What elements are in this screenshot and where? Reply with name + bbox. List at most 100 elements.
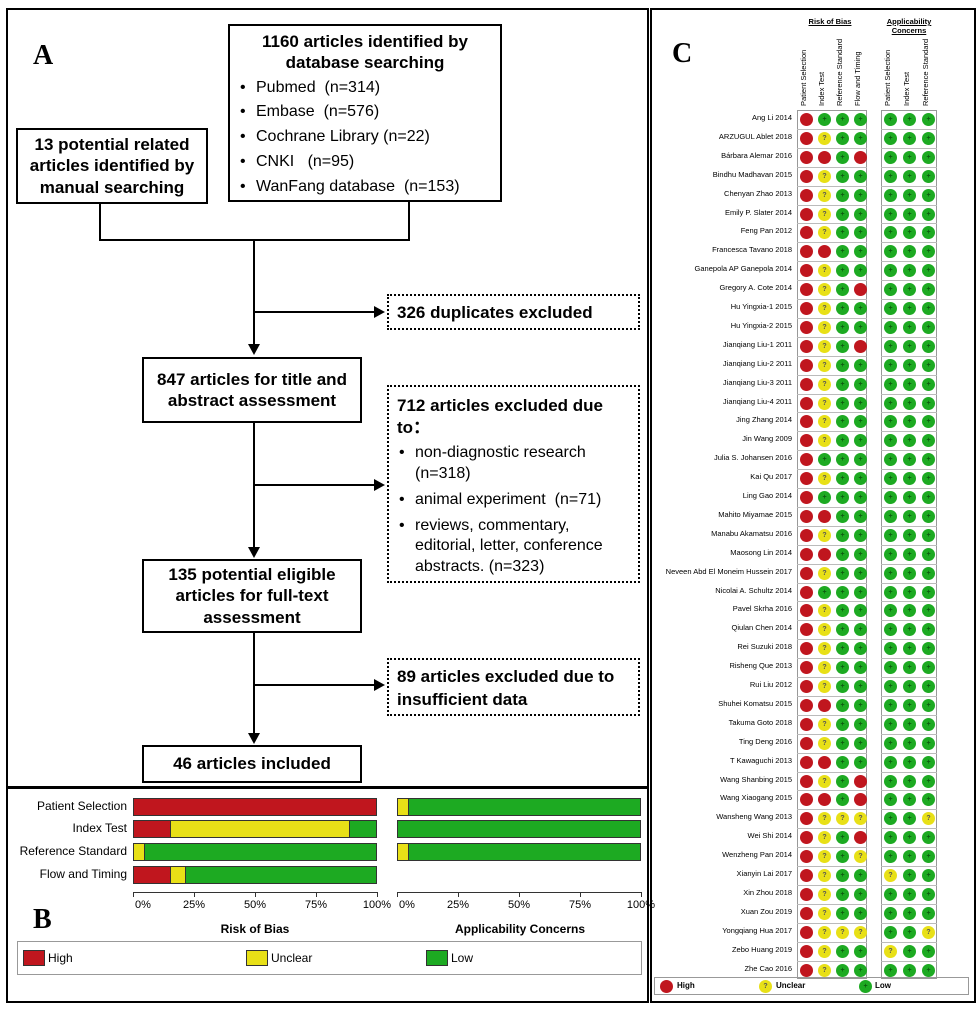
applicability-judgement-low: + xyxy=(922,245,935,259)
applicability-judgement-low: + xyxy=(922,302,935,315)
row-divider xyxy=(797,695,867,697)
row-divider xyxy=(797,280,867,282)
row-divider xyxy=(881,771,937,773)
rob-judgement-high xyxy=(818,755,831,769)
study-name: Jin Wang 2009 xyxy=(742,434,792,444)
rob-judgement-low: + xyxy=(836,793,849,807)
applicability-judgement-low: + xyxy=(884,472,897,486)
row-divider xyxy=(881,280,937,282)
bar-segment-low xyxy=(184,867,376,883)
rob-judgement-low: + xyxy=(854,131,867,145)
applicability-judgement-low: + xyxy=(922,717,935,731)
row-divider xyxy=(881,903,937,905)
rob-judgement-unclear: ? xyxy=(836,812,849,826)
rob-judgement-high xyxy=(800,396,813,410)
study-name: Emily P. Slater 2014 xyxy=(725,207,792,217)
rob-judgement-low: + xyxy=(854,472,867,486)
rob-judgement-low: + xyxy=(818,113,831,126)
row-divider xyxy=(797,677,867,678)
bar-segment-unclear xyxy=(398,844,408,860)
rob-judgement-high xyxy=(800,320,813,334)
applicability-judgement-low: + xyxy=(903,302,916,315)
rob-judgement-unclear: ? xyxy=(818,680,831,693)
rob-judgement-unclear: ? xyxy=(818,434,831,448)
row-divider xyxy=(881,147,937,149)
excluded-89-text: 89 articles excluded due to insufficient… xyxy=(397,667,615,709)
row-divider xyxy=(881,847,937,849)
row-divider xyxy=(797,884,867,886)
rob-judgement-low: + xyxy=(854,396,867,410)
applicability-judgement-low: + xyxy=(922,188,935,202)
row-divider xyxy=(881,166,937,168)
legend-c-high: High xyxy=(677,981,695,990)
row-divider xyxy=(797,941,867,943)
rob-judgement-low: + xyxy=(836,736,849,750)
panel-c-label: C xyxy=(672,38,693,69)
row-divider xyxy=(881,809,937,811)
rob-judgement-low: + xyxy=(836,113,849,126)
rob-judgement-low: + xyxy=(854,415,867,429)
row-divider xyxy=(797,185,867,187)
rob-judgement-low: + xyxy=(854,906,867,920)
applicability-judgement-low: + xyxy=(884,150,897,164)
study-name: Jianqiang Liu-1 2011 xyxy=(722,339,792,349)
panel-c-frame xyxy=(650,8,976,1003)
excluded-712-box: 712 articles excluded due to： non-diagno… xyxy=(387,385,640,583)
rob-judgement-low: + xyxy=(836,661,849,675)
applicability-judgement-low: + xyxy=(884,453,897,467)
rob-judgement-low: + xyxy=(854,113,867,126)
row-divider xyxy=(881,242,937,244)
rob-judgement-low: + xyxy=(836,604,849,618)
row-divider xyxy=(881,866,937,867)
applicability-judgement-low: + xyxy=(884,736,897,750)
rob-judgement-high xyxy=(818,245,831,259)
rob-judgement-high xyxy=(800,925,813,939)
rob-judgement-low: + xyxy=(854,188,867,202)
applicability-judgement-low: + xyxy=(922,642,935,656)
rob-judgement-high xyxy=(818,547,831,561)
rob-judgement-unclear: ? xyxy=(818,906,831,920)
rob-judgement-low: + xyxy=(836,453,849,467)
legend-b: High Unclear Low xyxy=(17,941,642,975)
applicability-judgement-low: + xyxy=(903,339,916,353)
rob-judgement-low: + xyxy=(854,509,867,523)
rob-judgement-low: + xyxy=(836,358,849,372)
row-divider xyxy=(881,128,937,130)
applicability-judgement-low: + xyxy=(903,869,916,882)
rob-judgement-low: + xyxy=(854,547,867,561)
rob-judgement-high xyxy=(854,339,867,353)
applicability-judgement-low: + xyxy=(922,755,935,769)
database-item: Pubmed (n=314) xyxy=(238,76,492,101)
rob-judgement-unclear: ? xyxy=(818,736,831,750)
rob-judgement-low: + xyxy=(836,850,849,864)
duplicates-excluded-box: 326 duplicates excluded xyxy=(387,294,640,330)
row-divider xyxy=(797,506,867,508)
study-name: Xin Zhou 2018 xyxy=(743,887,792,897)
study-name: Feng Pan 2012 xyxy=(740,226,792,236)
applicability-judgement-low: + xyxy=(884,642,897,656)
rob-judgement-high xyxy=(800,566,813,580)
row-divider xyxy=(797,128,867,130)
row-divider xyxy=(881,658,937,660)
applicability-judgement-low: + xyxy=(884,509,897,523)
rob-judgement-high xyxy=(800,963,813,977)
rob-judgement-unclear: ? xyxy=(818,944,831,958)
row-divider xyxy=(881,488,937,489)
rob-judgement-high xyxy=(800,642,813,656)
row-divider xyxy=(797,563,867,565)
rob-judgement-high xyxy=(800,850,813,864)
arrow-right xyxy=(374,479,385,491)
study-name: Takuma Goto 2018 xyxy=(728,717,792,727)
row-divider xyxy=(881,336,937,338)
row-divider xyxy=(881,714,937,716)
study-name: Julia S. Johansen 2016 xyxy=(714,453,792,463)
applicability-judgement-low: + xyxy=(903,245,916,259)
rob-judgement-high xyxy=(800,736,813,750)
row-divider xyxy=(881,733,937,735)
applicability-judgement-low: + xyxy=(903,207,916,221)
applicability-judgement-low: + xyxy=(922,566,935,580)
rob-judgement-high xyxy=(800,812,813,826)
row-divider xyxy=(797,544,867,546)
applicability-judgement-low: + xyxy=(884,774,897,788)
exclusion-reason: non-diagnostic research (n=318) xyxy=(397,443,630,485)
